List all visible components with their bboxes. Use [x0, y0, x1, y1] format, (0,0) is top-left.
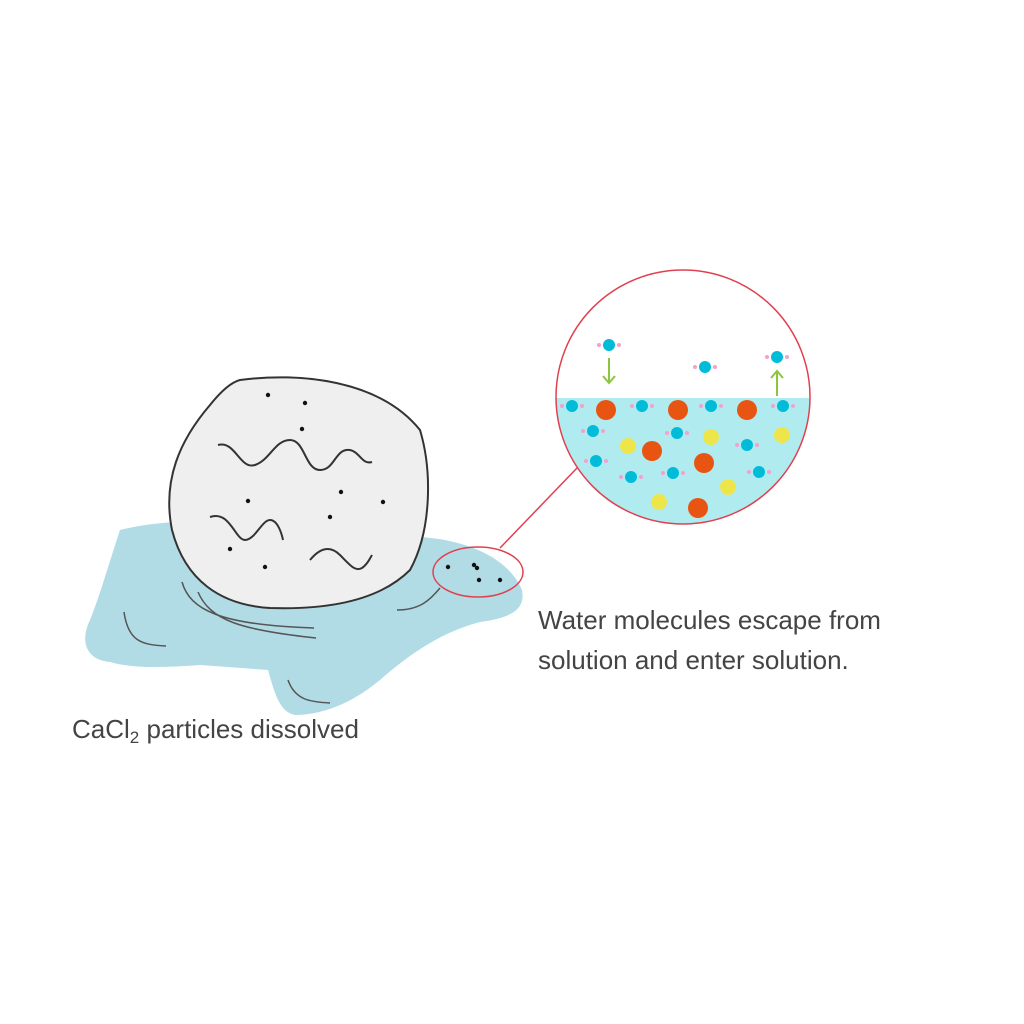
hydrogen-atom [560, 404, 564, 408]
hydrogen-atom [597, 343, 601, 347]
water-molecule [587, 425, 599, 437]
hydrogen-atom [785, 355, 789, 359]
water-molecule [636, 400, 648, 412]
hydrogen-atom [581, 429, 585, 433]
particle-dot [338, 489, 344, 495]
hydrogen-atom [661, 471, 665, 475]
water-molecule [771, 351, 783, 363]
hydrogen-atom [693, 365, 697, 369]
hydrogen-atom [719, 404, 723, 408]
hydrogen-atom [580, 404, 584, 408]
hydrogen-atom [767, 470, 771, 474]
calcium-ion [642, 441, 662, 461]
hydrogen-atom [601, 429, 605, 433]
hydrogen-atom [685, 431, 689, 435]
hydrogen-atom [619, 475, 623, 479]
hydrogen-atom [650, 404, 654, 408]
callout-ellipse [432, 546, 524, 598]
hydrogen-atom [713, 365, 717, 369]
hydrogen-atom [747, 470, 751, 474]
caption-line-1: Water molecules escape from [538, 605, 881, 635]
particles [227, 392, 503, 583]
caption-cacl2-sub: 2 [129, 728, 140, 747]
water-molecule [590, 455, 602, 467]
caption-cacl2-pre: CaCl [72, 714, 130, 744]
water-molecule [667, 467, 679, 479]
particle-dot [497, 577, 503, 583]
particle-dot [302, 400, 308, 406]
rock-squiggles [209, 438, 373, 571]
calcium-ion [694, 453, 714, 473]
calcium-ion [668, 400, 688, 420]
particle-dot [380, 499, 386, 505]
chloride-ion [651, 494, 667, 510]
hydrogen-atom [604, 459, 608, 463]
water-molecule [699, 361, 711, 373]
hydrogen-atom [681, 471, 685, 475]
chloride-ion [620, 438, 636, 454]
water-molecule [625, 471, 637, 483]
particle-dot [299, 426, 305, 432]
chloride-ion [703, 429, 719, 445]
water-molecule [741, 439, 753, 451]
rock [168, 376, 429, 610]
water-molecule [603, 339, 615, 351]
particle-dot [474, 565, 480, 571]
calcium-ion [737, 400, 757, 420]
arrow-up-icon [770, 369, 784, 396]
water-molecule [777, 400, 789, 412]
caption-water-molecules: Water molecules escape from solution and… [538, 600, 881, 680]
ripples [123, 581, 441, 704]
particle-dot [265, 392, 271, 398]
water-molecule [705, 400, 717, 412]
chloride-ion [720, 479, 736, 495]
callout-line [499, 467, 578, 549]
particle-dot [262, 564, 268, 570]
caption-cacl2: CaCl2 particles dissolved [72, 709, 359, 749]
caption-line-2: solution and enter solution. [538, 645, 849, 675]
caption-cacl2-post: particles dissolved [139, 714, 359, 744]
hydrogen-atom [584, 459, 588, 463]
particle-dot [445, 564, 451, 570]
water-molecule [671, 427, 683, 439]
hydrogen-atom [755, 443, 759, 447]
hydrogen-atom [735, 443, 739, 447]
hydrogen-atom [771, 404, 775, 408]
water-molecule [753, 466, 765, 478]
water-molecule [566, 400, 578, 412]
hydrogen-atom [699, 404, 703, 408]
hydrogen-atom [639, 475, 643, 479]
particle-dot [327, 514, 333, 520]
calcium-ion [596, 400, 616, 420]
hydrogen-atom [791, 404, 795, 408]
particle-dot [471, 562, 477, 568]
particle-dot [227, 546, 233, 552]
hydrogen-atom [765, 355, 769, 359]
liquid [556, 398, 810, 524]
particle-dot [245, 498, 251, 504]
magnifier-circle [555, 269, 811, 525]
particle-dot [476, 577, 482, 583]
arrow-down-icon [602, 358, 616, 385]
hydrogen-atom [617, 343, 621, 347]
calcium-ion [688, 498, 708, 518]
hydrogen-atom [630, 404, 634, 408]
hydrogen-atom [665, 431, 669, 435]
chloride-ion [774, 427, 790, 443]
